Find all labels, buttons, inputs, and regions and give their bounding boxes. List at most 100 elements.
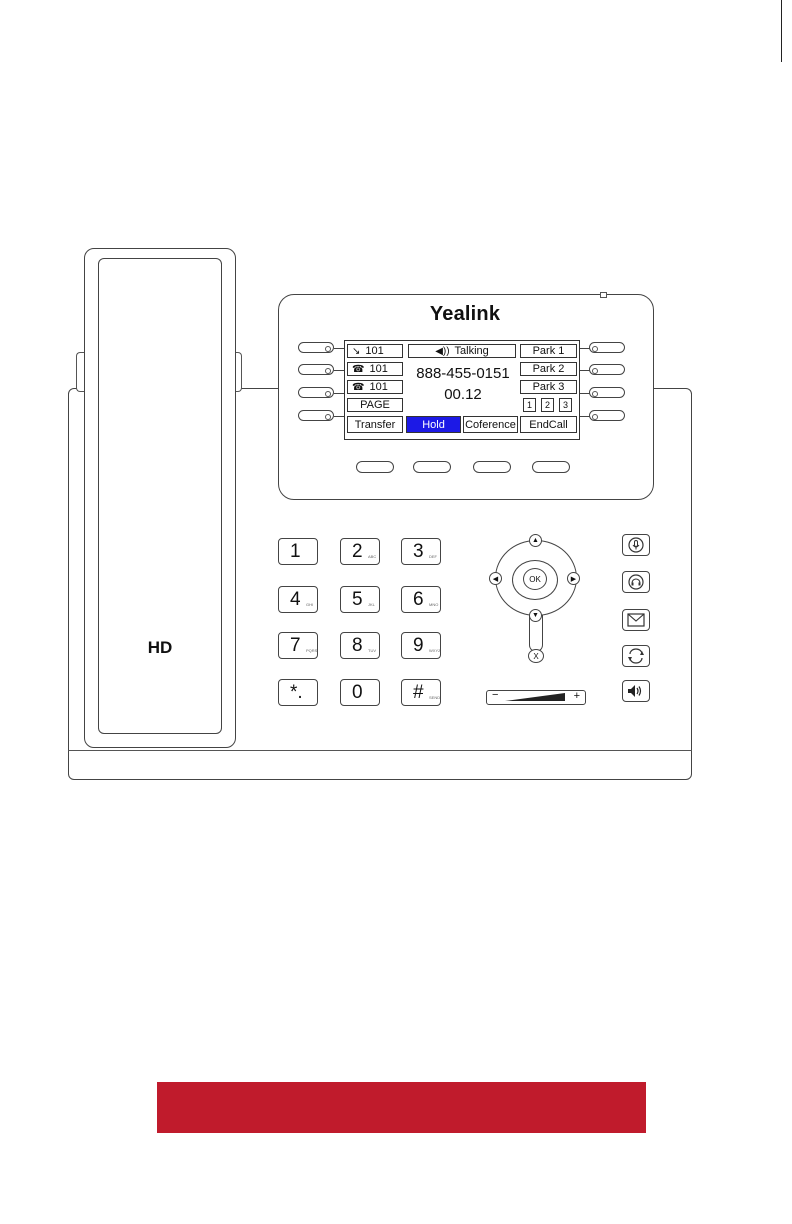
key-letters: WXYZ <box>429 648 441 653</box>
line-key-2-button[interactable] <box>298 364 334 375</box>
key-digit: 2 <box>352 541 363 563</box>
key-digit: 7 <box>290 635 301 657</box>
screen-line-2: ☎ 101 <box>347 362 403 376</box>
park-3-label: Park 3 <box>533 381 565 393</box>
volume-wedge-icon <box>505 693 565 702</box>
screen-park-1: Park 1 <box>520 344 577 358</box>
screen-line-1: ↘ 101 <box>347 344 403 358</box>
headset-button[interactable] <box>622 571 650 593</box>
key-digit: 8 <box>352 635 363 657</box>
soft-button-1[interactable] <box>356 461 394 473</box>
screen-line-2-label: 101 <box>369 363 387 375</box>
line-key-7-button[interactable] <box>589 387 625 398</box>
line-key-1-button[interactable] <box>298 342 334 353</box>
park-1-label: Park 1 <box>533 345 565 357</box>
call-status-label: Talking <box>455 345 489 357</box>
screen-park-3: Park 3 <box>520 380 577 394</box>
left-arrow-icon[interactable]: ◀ <box>489 572 502 585</box>
incoming-call-icon: ↘ <box>352 346 360 357</box>
soft-button-2[interactable] <box>413 461 451 473</box>
key-digit: 0 <box>352 682 363 704</box>
phone-base-edge <box>68 750 692 751</box>
message-icon <box>627 613 645 627</box>
key-digit: 3 <box>413 541 424 563</box>
key-digit: # <box>413 682 424 704</box>
park-2-label: Park 2 <box>533 363 565 375</box>
key-digit: 1 <box>290 541 301 563</box>
volume-down-icon[interactable]: − <box>492 689 498 701</box>
speakerphone-button[interactable] <box>622 680 650 702</box>
speaker-icon: ◀)) <box>435 346 449 357</box>
power-led-indicator <box>600 292 607 298</box>
line-key-6-button[interactable] <box>589 364 625 375</box>
page-indicator-1: 1 <box>523 398 536 412</box>
cancel-button[interactable]: X <box>528 649 544 663</box>
soft-button-3[interactable] <box>473 461 511 473</box>
line-key-3-button[interactable] <box>298 387 334 398</box>
key-letters: MNO <box>429 602 438 607</box>
key-digit: 9 <box>413 635 424 657</box>
redial-icon <box>627 648 645 664</box>
page-edge-line <box>781 0 782 62</box>
key-0-button[interactable]: 0 <box>340 679 380 706</box>
screen-line-4-label: PAGE <box>360 399 390 411</box>
hd-label: HD <box>98 638 222 658</box>
softkey-endcall: EndCall <box>520 416 577 433</box>
footer-color-bar <box>157 1082 646 1133</box>
key-letters: PQRS <box>306 648 317 653</box>
screen-line-4: PAGE <box>347 398 403 412</box>
ok-button[interactable]: OK <box>523 568 547 590</box>
mute-button[interactable] <box>622 534 650 556</box>
screen-line-3-label: 101 <box>369 381 387 393</box>
key-letters: GHI <box>306 602 313 607</box>
line-key-4-button[interactable] <box>298 410 334 421</box>
key-digit: 5 <box>352 589 363 611</box>
phone-icon: ☎ <box>352 382 364 393</box>
page-indicator-3: 3 <box>559 398 572 412</box>
key-letters: DEF <box>429 554 437 559</box>
softkey-hold: Hold <box>406 416 461 433</box>
softkey-conference: Coference <box>463 416 518 433</box>
key-digit: 6 <box>413 589 424 611</box>
screen-line-3: ☎ 101 <box>347 380 403 394</box>
key-1-button[interactable]: 1 <box>278 538 318 565</box>
right-arrow-icon[interactable]: ▶ <box>567 572 580 585</box>
phone-icon: ☎ <box>352 364 364 375</box>
page-indicator-2: 2 <box>541 398 554 412</box>
softkey-transfer: Transfer <box>347 416 403 433</box>
speakerphone-icon <box>627 684 645 698</box>
key-letters: SEND <box>429 695 440 700</box>
key-star-button[interactable]: *. <box>278 679 318 706</box>
redial-button[interactable] <box>622 645 650 667</box>
screen-line-1-label: 101 <box>365 345 383 357</box>
volume-bar[interactable]: − + <box>486 690 586 705</box>
down-arrow-icon[interactable]: ▼ <box>529 609 542 622</box>
key-letters: JKL <box>368 602 375 607</box>
mute-icon <box>628 537 644 553</box>
key-letters: TUV <box>368 648 376 653</box>
key-digit: *. <box>290 682 303 704</box>
key-letters: ABC <box>368 554 376 559</box>
line-key-8-button[interactable] <box>589 410 625 421</box>
up-arrow-icon[interactable]: ▲ <box>529 534 542 547</box>
volume-up-icon[interactable]: + <box>574 690 580 702</box>
key-digit: 4 <box>290 589 301 611</box>
headset-icon <box>628 574 644 590</box>
call-status: ◀)) Talking <box>408 344 516 358</box>
dialed-number: 888-455-0151 <box>408 365 518 382</box>
handset[interactable] <box>98 258 222 734</box>
call-timer: 00.12 <box>408 386 518 403</box>
soft-button-4[interactable] <box>532 461 570 473</box>
line-key-5-button[interactable] <box>589 342 625 353</box>
key-hash-button[interactable]: # SEND <box>401 679 441 706</box>
brand-logo: Yealink <box>410 303 520 326</box>
message-button[interactable] <box>622 609 650 631</box>
